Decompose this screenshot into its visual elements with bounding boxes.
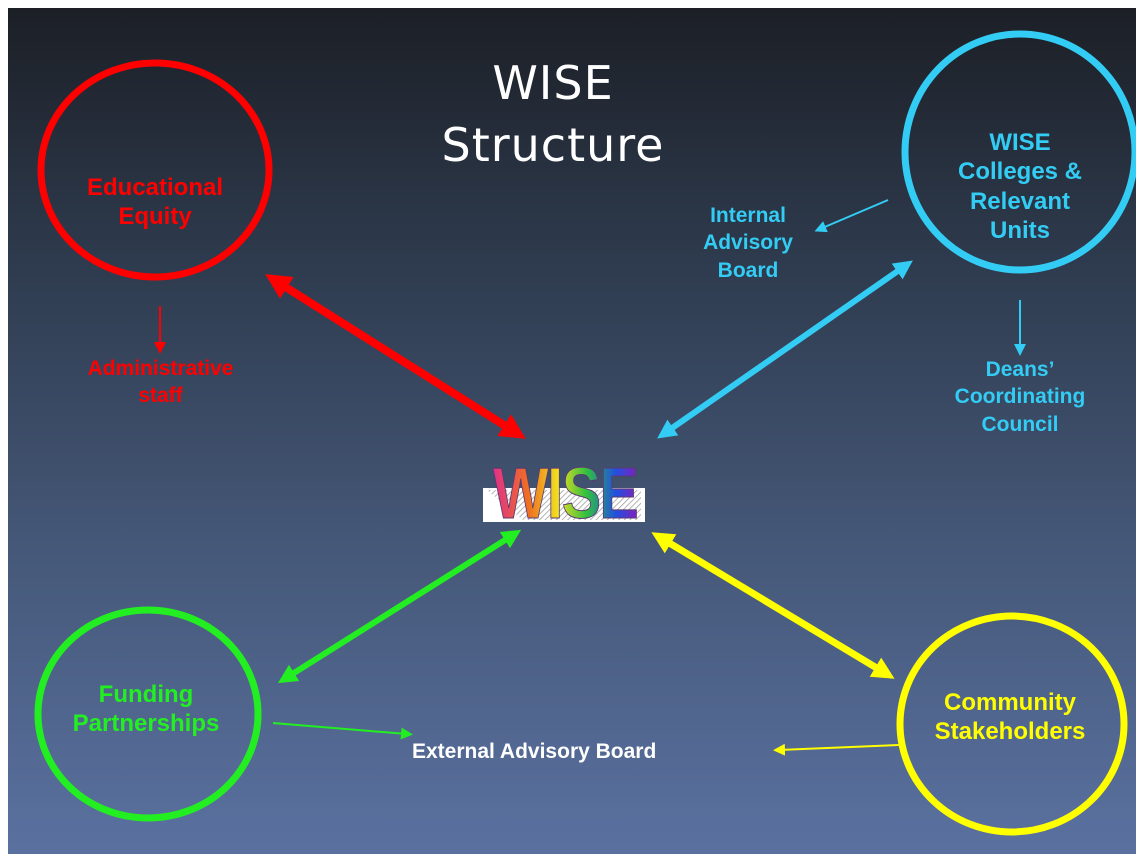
- colleges-circle: [901, 30, 1136, 274]
- colleges-label-line3: Relevant: [969, 187, 1071, 215]
- internal-board-line1: Internal: [710, 204, 786, 227]
- equity-label-line1: Educational: [86, 174, 224, 201]
- equity-wise-arrow: [265, 274, 526, 439]
- funding-label: Funding Partnerships: [36, 680, 256, 739]
- colleges-label-line1: WISE: [989, 129, 1051, 156]
- community-wise-arrow: [651, 532, 895, 679]
- funding-wise-arrow: [277, 529, 522, 684]
- community-circle: [896, 612, 1128, 836]
- page-subtitle: Structure: [441, 118, 665, 172]
- colleges-wise-arrow: [657, 260, 913, 439]
- deans-council-label: Deans’ Coordinating Council: [945, 356, 1095, 438]
- funding-circle: [34, 606, 262, 822]
- colleges-label-line2: Colleges &: [957, 158, 1083, 186]
- deans-council-line3: Council: [981, 412, 1059, 436]
- colleges-label: WISE Colleges & Relevant Units: [915, 128, 1125, 245]
- equity-label-line2: Equity: [118, 203, 192, 231]
- deans-council-line2: Coordinating: [954, 385, 1086, 409]
- external-board-label: External Advisory Board: [412, 740, 657, 763]
- equity-label: Educational Equity: [45, 173, 265, 232]
- internal-board-arrow: [814, 199, 889, 233]
- funding-external-arrow: [272, 722, 413, 740]
- internal-board-line2: Advisory: [703, 231, 793, 255]
- page-title: WISE: [492, 56, 614, 110]
- community-label-line2: Stakeholders: [934, 718, 1086, 746]
- funding-label-line2: Partnerships: [72, 710, 220, 738]
- admin-staff-line1: Administrative: [87, 357, 234, 380]
- funding-label-line1: Funding: [98, 681, 194, 708]
- equity-circle: [37, 59, 273, 281]
- diagram-canvas: [34, 30, 1136, 836]
- internal-board-line3: Board: [717, 258, 779, 282]
- community-label-line1: Community: [944, 689, 1076, 716]
- wise-logo-icon: WISE: [483, 440, 645, 534]
- svg-text:WISE: WISE: [493, 452, 637, 522]
- internal-board-label: Internal Advisory Board: [673, 202, 823, 284]
- colleges-label-line4: Units: [990, 216, 1050, 244]
- community-label: Community Stakeholders: [895, 688, 1125, 747]
- admin-staff-label: Administrative staff: [53, 355, 268, 410]
- slide: WISE Structure Educational Equity WISE C…: [8, 8, 1136, 854]
- deans-council-line1: Deans’: [985, 358, 1055, 381]
- admin-staff-line2: staff: [138, 384, 183, 408]
- community-external-arrow: [773, 743, 900, 756]
